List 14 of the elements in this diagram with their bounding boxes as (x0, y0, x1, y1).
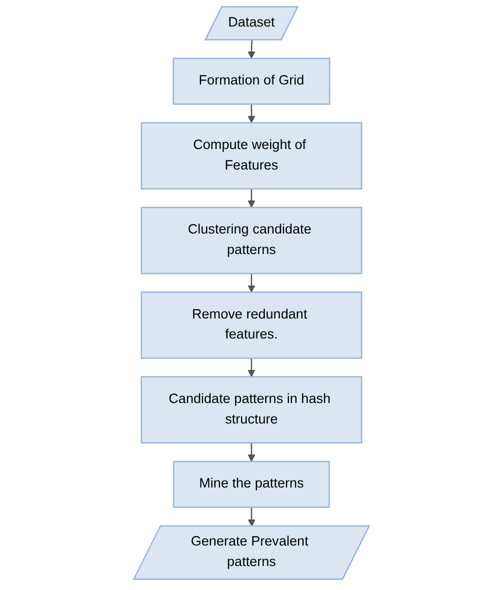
node-box (173, 460, 330, 508)
arrow (248, 442, 256, 462)
node-box (140, 206, 362, 274)
flowchart: Dataset Formation of Grid Compute weight of Features Clustering candidate patterns Remove redundant features. Candidate patterns in hash structure Mine the patterns Generate Prevalent patterns (127, 0, 376, 586)
node-box (140, 292, 362, 359)
arrow (248, 104, 256, 124)
node-box (140, 122, 362, 190)
node-box (140, 376, 362, 444)
arrow (248, 358, 256, 378)
node-box (172, 58, 330, 105)
arrow (248, 40, 256, 59)
arrow (248, 507, 256, 527)
arrow (248, 274, 256, 292)
arrow (248, 188, 256, 208)
